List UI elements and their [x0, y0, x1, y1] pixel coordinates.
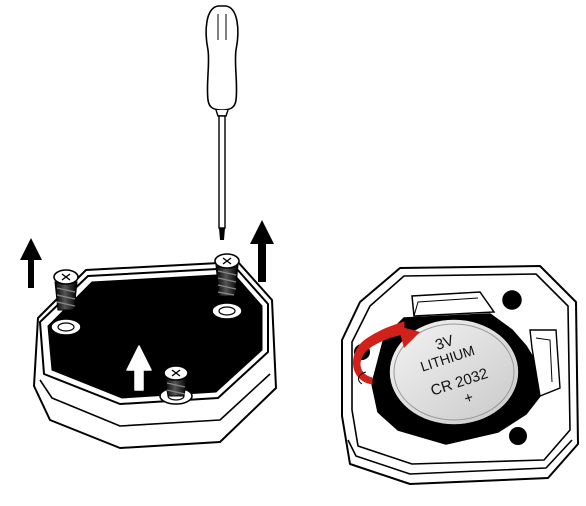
screw-hole-right: [211, 302, 243, 320]
housing-left-rim: [39, 373, 271, 427]
housing-left: [33, 261, 277, 449]
battery-voltage-label: 3V: [433, 332, 456, 354]
screw-right: [214, 253, 240, 297]
mount-hole: [509, 427, 527, 445]
coin-cell-battery: 3V LITHIUM CR 2032 +: [387, 318, 521, 431]
mount-hole: [503, 291, 521, 309]
housing-right-rim: [347, 439, 573, 475]
arrow-up-outline-icon: [126, 345, 152, 391]
phillips-head-icon: [222, 257, 232, 265]
screw-left: [53, 269, 79, 311]
arrow-up-icon: [20, 238, 42, 288]
phillips-head-icon: [171, 369, 181, 377]
curved-arrow-icon: [353, 321, 420, 385]
phillips-head-icon: [61, 273, 71, 281]
screwdriver-icon: [205, 5, 239, 240]
arrow-up-icon: [250, 220, 274, 282]
housing-left-cavity: [47, 273, 263, 399]
screw-hole-left: [50, 318, 82, 336]
screw-front: [163, 365, 189, 397]
battery-clip: [411, 291, 496, 317]
